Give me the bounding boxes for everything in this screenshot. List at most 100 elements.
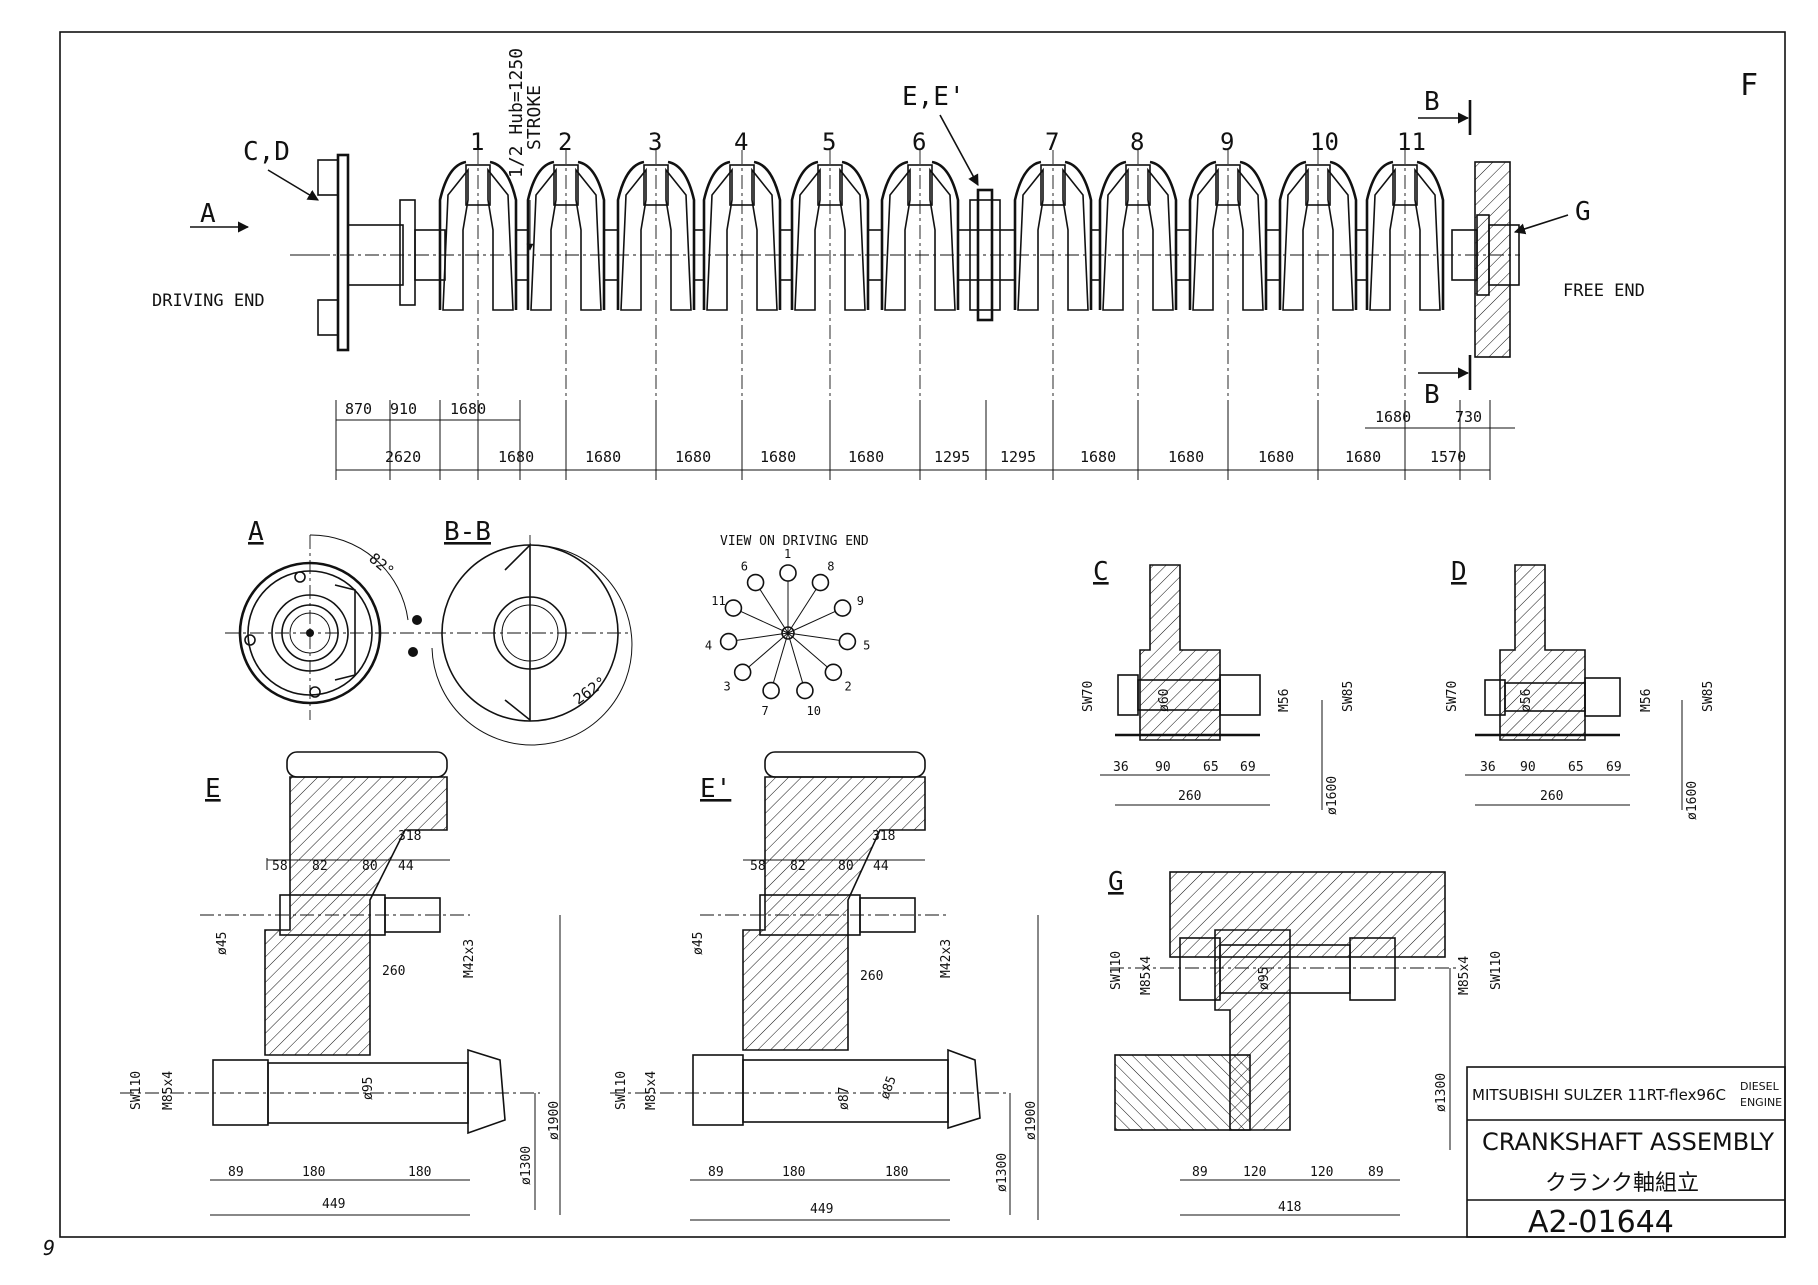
ep-b1: 180 bbox=[782, 1165, 805, 1180]
dim-lower: 2620 bbox=[385, 448, 421, 466]
firing-crank-circle bbox=[833, 599, 852, 617]
dim-upper: 870 bbox=[345, 400, 372, 418]
crank-number: 7 bbox=[1045, 128, 1059, 156]
e-d1900: ø1900 bbox=[547, 1101, 562, 1140]
g-d3: 89 bbox=[1368, 1165, 1384, 1180]
detail-ep-label: E' bbox=[700, 774, 731, 804]
crank-number: 3 bbox=[648, 128, 662, 156]
firing-order-title: VIEW ON DRIVING END bbox=[720, 534, 869, 549]
dim-lower: 1680 bbox=[848, 448, 884, 466]
dim-upper: 1680 bbox=[450, 400, 486, 418]
firing-spoke bbox=[733, 607, 789, 634]
dim-lower: 1295 bbox=[1000, 448, 1036, 466]
crank-web-right bbox=[751, 167, 778, 311]
firing-crank-circle bbox=[796, 681, 814, 700]
title-block: MITSUBISHI SULZER 11RT-flex96C DIESEL EN… bbox=[1466, 1066, 1786, 1240]
callout-g: G bbox=[1575, 197, 1591, 227]
g-d1: 120 bbox=[1243, 1165, 1266, 1180]
detail-c-d1: 90 bbox=[1155, 760, 1171, 775]
firing-number: 11 bbox=[711, 594, 725, 608]
driving-end-label: DRIVING END bbox=[152, 291, 265, 311]
detail-c-sw70: SW70 bbox=[1081, 681, 1096, 712]
g-stud-right: M85x4 bbox=[1457, 956, 1472, 995]
crank-web-left bbox=[620, 167, 647, 311]
crank-web-left bbox=[706, 167, 733, 311]
e-total: 318 bbox=[398, 829, 421, 844]
crank-web-outline bbox=[616, 160, 696, 310]
detail-d-thread: M56 bbox=[1639, 689, 1654, 712]
crank-web-right bbox=[665, 167, 692, 311]
e-d2: 80 bbox=[362, 859, 378, 874]
crank-web-right bbox=[1147, 167, 1174, 311]
e-b1: 180 bbox=[302, 1165, 325, 1180]
crank-web-left bbox=[794, 167, 821, 311]
crank-number: 2 bbox=[558, 128, 572, 156]
firing-crank-circle bbox=[811, 573, 830, 592]
crank-web-left bbox=[530, 167, 557, 311]
crank-web-right bbox=[1062, 167, 1089, 311]
detail-g: G SW110 M85x4 ø95 M85x4 SW110 89 120 120… bbox=[1108, 867, 1504, 1216]
ep-d3: 44 bbox=[873, 859, 889, 874]
crank-web-right bbox=[1327, 167, 1354, 311]
firing-crank-circle bbox=[824, 663, 843, 682]
detail-d-d2: 65 bbox=[1568, 760, 1584, 775]
crank-number: 1 bbox=[470, 128, 484, 156]
dim-lower: 1680 bbox=[760, 448, 796, 466]
ep-sw: SW110 bbox=[614, 1071, 629, 1110]
firing-crank-circle bbox=[746, 573, 765, 592]
e-d1300: ø1300 bbox=[519, 1146, 534, 1185]
firing-number: 2 bbox=[844, 679, 851, 693]
ep-d1: 82 bbox=[790, 859, 806, 874]
crank-number: 11 bbox=[1397, 128, 1426, 156]
crank-number: 5 bbox=[822, 128, 836, 156]
dim-lower: 1680 bbox=[1258, 448, 1294, 466]
dim-upper: 910 bbox=[390, 400, 417, 418]
crankshaft-elevation: B B A C,D E,E' G DRIVING END FREE END 1/… bbox=[152, 48, 1645, 480]
ep-stud: M85x4 bbox=[644, 1071, 659, 1110]
firing-spoke bbox=[787, 632, 848, 643]
ep-dia1: ø87 bbox=[837, 1087, 852, 1110]
firing-spoke bbox=[770, 632, 789, 691]
detail-d-d3: 69 bbox=[1606, 760, 1622, 775]
sheet-border bbox=[59, 31, 1786, 1238]
zone-letter: F bbox=[1740, 68, 1758, 103]
crank-web-outline bbox=[1365, 160, 1445, 310]
crank-web-left bbox=[1192, 167, 1219, 311]
dimension-ticks bbox=[335, 400, 1491, 480]
detail-d-label: D bbox=[1451, 557, 1467, 587]
crank-web-right bbox=[1414, 167, 1441, 311]
crank-web-outline bbox=[1278, 160, 1358, 310]
g-d1300: ø1300 bbox=[1434, 1073, 1449, 1112]
crank-number: 9 bbox=[1220, 128, 1234, 156]
firing-spoke bbox=[755, 582, 789, 634]
drawing-number: A2-01644 bbox=[1528, 1205, 1674, 1240]
view-a: A 82° bbox=[225, 517, 430, 720]
detail-d-dia: ø56 bbox=[1519, 689, 1534, 712]
crank-number: 6 bbox=[912, 128, 926, 156]
e-stud: M85x4 bbox=[161, 1071, 176, 1110]
firing-spoke bbox=[787, 632, 834, 673]
ep-small-dia: ø45 bbox=[691, 932, 706, 955]
crank-web-left bbox=[1102, 167, 1129, 311]
crank-web-left bbox=[884, 167, 911, 311]
ep-dia2: ø85 bbox=[878, 1074, 900, 1101]
e-d1: 82 bbox=[312, 859, 328, 874]
crank-web-outline bbox=[1098, 160, 1178, 310]
view-b-b: B-B 262° bbox=[431, 517, 633, 746]
section-b-top-label: B bbox=[1424, 87, 1440, 117]
firing-number: 9 bbox=[857, 594, 864, 608]
ep-b0: 89 bbox=[708, 1165, 724, 1180]
firing-number: 5 bbox=[863, 638, 870, 652]
detail-d-d1: 90 bbox=[1520, 760, 1536, 775]
view-a-label: A bbox=[248, 517, 264, 547]
e-dia: ø95 bbox=[361, 1077, 376, 1100]
crank-web-outline bbox=[1013, 160, 1093, 310]
dim-lower: 1680 bbox=[1080, 448, 1116, 466]
crank-throws bbox=[438, 150, 1445, 480]
dim-lower: 1680 bbox=[498, 448, 534, 466]
e-mid: 260 bbox=[382, 964, 405, 979]
